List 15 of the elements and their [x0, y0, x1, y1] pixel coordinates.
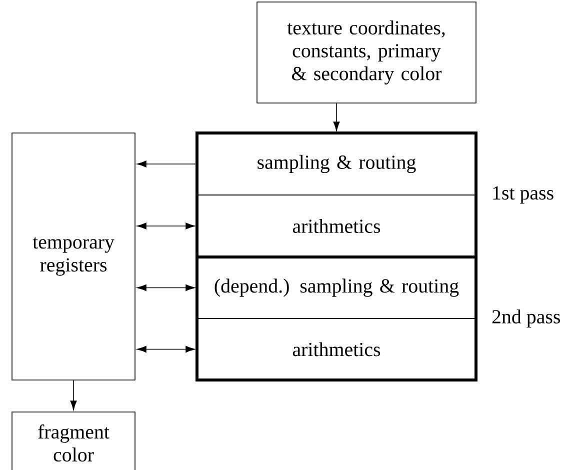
process-box: fragment color — [12, 412, 136, 470]
arrow — [136, 222, 196, 230]
process-box: arithmetics — [196, 194, 476, 258]
node-label: (depend.) sampling & routing — [214, 278, 459, 297]
arrow — [136, 346, 196, 352]
arrow — [136, 284, 196, 291]
arrow — [333, 103, 340, 132]
pass-label: 1st pass — [493, 186, 554, 204]
process-box: temporary registers — [12, 132, 136, 380]
process-box: texture coordinates, constants, primary & secondary color — [256, 2, 476, 104]
process-box: arithmetics — [196, 318, 476, 380]
node-label: sampling & routing — [258, 154, 416, 174]
pass-label: 2nd pass — [492, 309, 560, 328]
arrow — [136, 160, 197, 168]
arrow — [70, 380, 77, 410]
